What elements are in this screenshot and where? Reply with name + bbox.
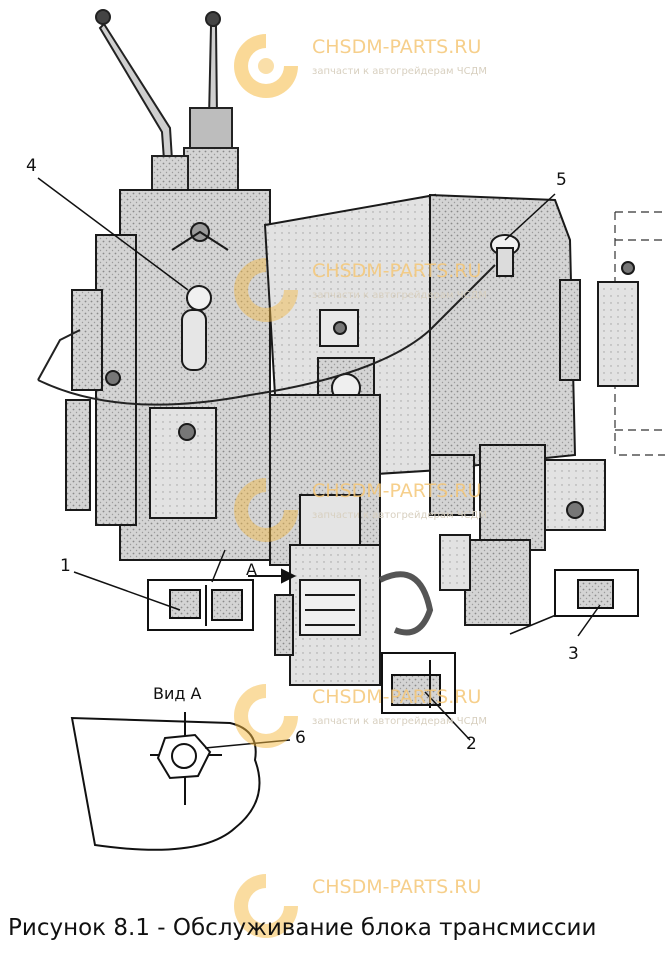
control-housing bbox=[65, 189, 271, 561]
hydraulic-line-lower bbox=[37, 329, 81, 381]
callout-2: 2 bbox=[466, 734, 477, 754]
view-a-detail bbox=[70, 712, 261, 851]
callout-4: 4 bbox=[26, 156, 37, 176]
view-a-arrow bbox=[248, 568, 297, 584]
callout-3: 3 bbox=[568, 644, 579, 664]
detail-inset-3 bbox=[554, 569, 639, 617]
view-a-arrow-label: A bbox=[246, 560, 257, 579]
callout-1: 1 bbox=[60, 556, 71, 576]
detail-inset-1 bbox=[147, 579, 254, 631]
pump-assembly bbox=[429, 444, 606, 626]
main-case bbox=[263, 193, 442, 566]
callout-6: 6 bbox=[295, 728, 306, 748]
hydraulic-line bbox=[37, 264, 496, 406]
view-a-title: Вид А bbox=[153, 684, 202, 703]
lower-gear-section bbox=[274, 544, 434, 686]
shift-levers bbox=[95, 9, 239, 201]
converter-housing bbox=[429, 193, 581, 472]
side-bracket bbox=[597, 261, 639, 387]
callout-5: 5 bbox=[556, 170, 567, 190]
leader-lines bbox=[37, 177, 601, 749]
detail-inset-2 bbox=[381, 652, 456, 714]
figure-caption: Рисунок 8.1 - Обслуживание блока трансми… bbox=[8, 915, 597, 941]
